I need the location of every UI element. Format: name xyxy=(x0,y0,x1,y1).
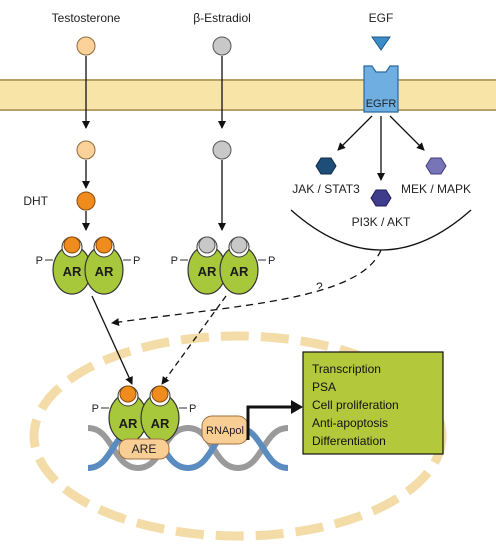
outcome-psa: PSA xyxy=(312,380,336,394)
bound-dht-left xyxy=(63,236,81,254)
phospho-right: P xyxy=(133,255,140,267)
dht-label: DHT xyxy=(23,194,48,208)
jak-stat3-label: JAK / STAT3 xyxy=(292,182,360,196)
are-label: ARE xyxy=(132,442,157,456)
ar-dimer-nuclear: AR AR P P xyxy=(92,385,196,443)
bound-estradiol-right xyxy=(230,236,248,254)
unknown-mechanism-label: ? xyxy=(316,280,323,294)
membrane-band xyxy=(0,80,496,110)
pi3k-akt-label: PI3K / AKT xyxy=(352,215,411,229)
pi3k-akt-hexagon xyxy=(370,189,392,207)
outcome-anti-apoptosis: Anti-apoptosis xyxy=(312,416,388,430)
bound-dht-right xyxy=(95,236,113,254)
transcription-start-arrowhead xyxy=(291,400,303,414)
ar-label-left: AR xyxy=(119,416,138,431)
egfr-label: EGFR xyxy=(366,98,397,110)
outcome-differentiation: Differentiation xyxy=(312,434,386,448)
phospho-left: P xyxy=(171,255,178,267)
ar-label-left: AR xyxy=(198,264,217,279)
dna-strand-gray xyxy=(87,424,289,472)
bound-estradiol-left xyxy=(198,236,216,254)
pathway-convergence-bracket xyxy=(290,209,472,251)
phospho-left: P xyxy=(36,255,43,267)
testosterone-label: Testosterone xyxy=(52,11,121,25)
are-element xyxy=(118,438,170,460)
cell-membrane xyxy=(0,79,496,111)
intracellular-testosterone xyxy=(76,140,96,160)
outcome-cell-proliferation: Cell proliferation xyxy=(312,398,399,412)
outcome-transcription: Transcription xyxy=(312,362,381,376)
ar-label-right: AR xyxy=(151,416,170,431)
mek-mapk-label: MEK / MAPK xyxy=(401,182,471,196)
egf-label: EGF xyxy=(369,11,394,25)
egfr-to-jak-arrow xyxy=(337,115,373,151)
estradiol-molecule xyxy=(212,36,232,56)
transcription-start-line xyxy=(246,405,293,440)
estradiol-label: β-Estradiol xyxy=(193,11,251,25)
ar-label-right: AR xyxy=(95,264,114,279)
jak-stat3-hexagon xyxy=(315,157,337,175)
rnapol-label: RNApol xyxy=(206,425,244,437)
ar-label-left: AR xyxy=(63,264,82,279)
phospho-right: P xyxy=(268,255,275,267)
mek-mapk-hexagon xyxy=(425,157,447,175)
egf-ligand-triangle xyxy=(371,36,391,51)
phospho-left: P xyxy=(92,403,99,415)
phospho-right: P xyxy=(189,403,196,415)
ar-dimer-estradiol: AR AR P P xyxy=(171,236,275,295)
intracellular-estradiol xyxy=(212,140,232,160)
ar-label-right: AR xyxy=(230,264,249,279)
gene-outcomes-box xyxy=(302,351,444,455)
dht-molecule xyxy=(76,191,96,211)
bound-dht-right xyxy=(151,385,169,403)
egfr-crosstalk-arrow xyxy=(111,249,382,326)
egfr-to-mek-arrow xyxy=(389,115,425,151)
egfr-receptor xyxy=(363,65,399,113)
testosterone-molecule xyxy=(76,36,96,56)
estradiol-ar-translocation-arrow xyxy=(161,295,227,385)
bound-dht-left xyxy=(119,385,137,403)
dht-ar-translocation-arrow xyxy=(91,295,133,385)
ar-dimer-dht: AR AR P P xyxy=(36,236,140,295)
